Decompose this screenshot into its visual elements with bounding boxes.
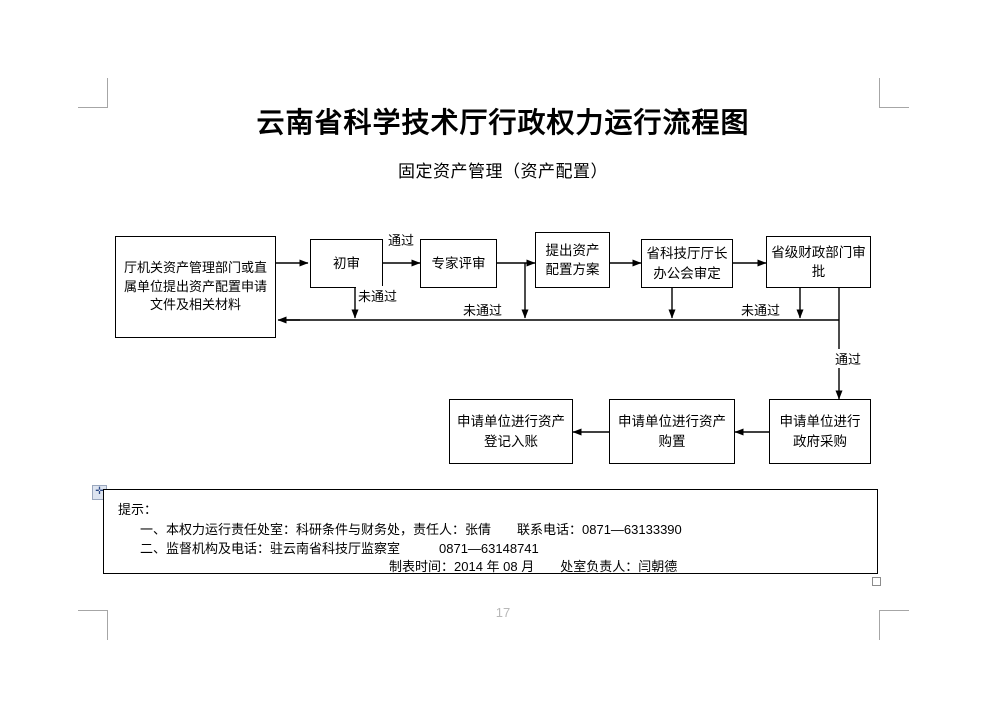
edge-label-pass-first-review: 通过 <box>386 230 417 249</box>
flow-node-asset-purchase[interactable]: 申请单位进行资产购置 <box>609 399 735 464</box>
page-number: 17 <box>495 605 511 620</box>
flow-node-director-meeting[interactable]: 省科技厅厅长办公会审定 <box>641 239 733 288</box>
flow-node-asset-registration[interactable]: 申请单位进行资产登记入账 <box>449 399 573 464</box>
flow-node-first-review[interactable]: 初审 <box>310 239 383 288</box>
page-subtitle: 固定资产管理（资产配置） <box>398 162 608 181</box>
note-box-resize-handle[interactable] <box>872 577 881 586</box>
edge-label-pass-finance-approval: 通过 <box>833 349 864 368</box>
flow-node-finance-approval[interactable]: 省级财政部门审批 <box>766 236 871 288</box>
note-line-date-and-officer: 制表时间：2014 年 08 月 处室负责人：闫朝德 <box>389 559 678 574</box>
note-line-supervisory-agency: 二、监督机构及电话：驻云南省科技厅监察室 0871—63148741 <box>140 541 539 556</box>
flow-node-asset-plan[interactable]: 提出资产配置方案 <box>535 232 610 288</box>
crop-mark-top-left <box>78 78 108 108</box>
note-line-responsible-office: 一、本权力运行责任处室：科研条件与财务处，责任人：张倩 联系电话：0871—63… <box>140 522 682 537</box>
crop-mark-top-right <box>879 78 909 108</box>
crop-mark-bottom-right <box>879 610 909 640</box>
note-heading: 提示： <box>118 502 158 517</box>
page-title: 云南省科学技术厅行政权力运行流程图 <box>256 107 750 138</box>
edge-label-fail-expert-review: 未通过 <box>461 300 505 319</box>
flow-node-expert-review[interactable]: 专家评审 <box>420 239 497 288</box>
flow-node-apply[interactable]: 厅机关资产管理部门或直属单位提出资产配置申请文件及相关材料 <box>115 236 276 338</box>
edge-label-fail-finance-approval: 未通过 <box>739 300 783 319</box>
note-box[interactable]: 提示： 一、本权力运行责任处室：科研条件与财务处，责任人：张倩 联系电话：087… <box>103 489 878 574</box>
crop-mark-bottom-left <box>78 610 108 640</box>
flow-node-government-procurement[interactable]: 申请单位进行政府采购 <box>769 399 871 464</box>
edge-label-fail-first-review: 未通过 <box>356 286 400 305</box>
